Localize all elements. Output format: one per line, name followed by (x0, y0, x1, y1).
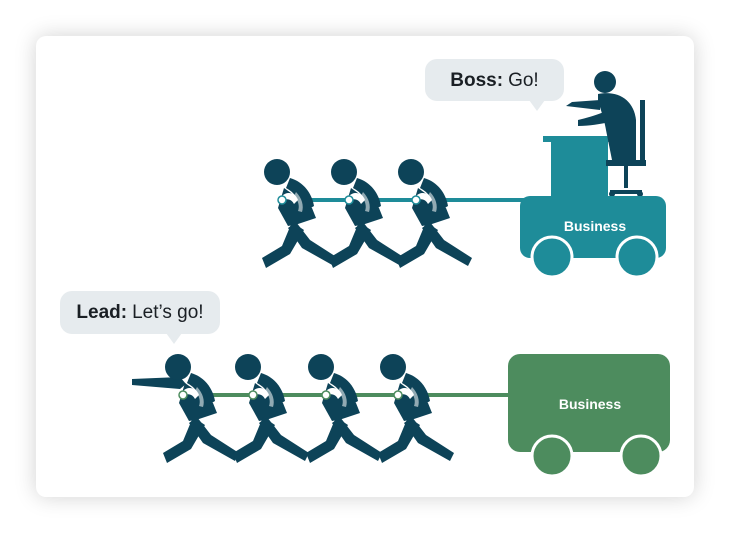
team-member (396, 159, 472, 268)
lead-speaker-label: Lead: (76, 302, 128, 323)
team-member (329, 159, 405, 268)
cart-label-top: Business (564, 218, 626, 234)
boss-speech-bubble: Boss: Go! (425, 59, 564, 111)
boss-figure (566, 71, 646, 197)
business-cart-bottom: Business (508, 354, 670, 478)
lead-speech-text: Let’s go! (132, 302, 204, 323)
bubble-tail (166, 333, 182, 344)
boss-desk (543, 136, 609, 196)
cart-label-bottom: Business (559, 396, 621, 412)
boss-speaker-label: Boss: (450, 69, 504, 91)
team-member (262, 159, 338, 268)
team-member-lead (163, 354, 239, 463)
team-member (233, 354, 309, 463)
lead-speech-bubble: Lead: Let’s go! (60, 291, 220, 344)
boss-speech-text: Go! (508, 69, 539, 91)
team-member (306, 354, 382, 463)
business-cart-top: Business (520, 196, 666, 279)
lead-pointing-arm (132, 377, 186, 389)
bubble-tail (529, 100, 545, 111)
team-member (378, 354, 454, 463)
